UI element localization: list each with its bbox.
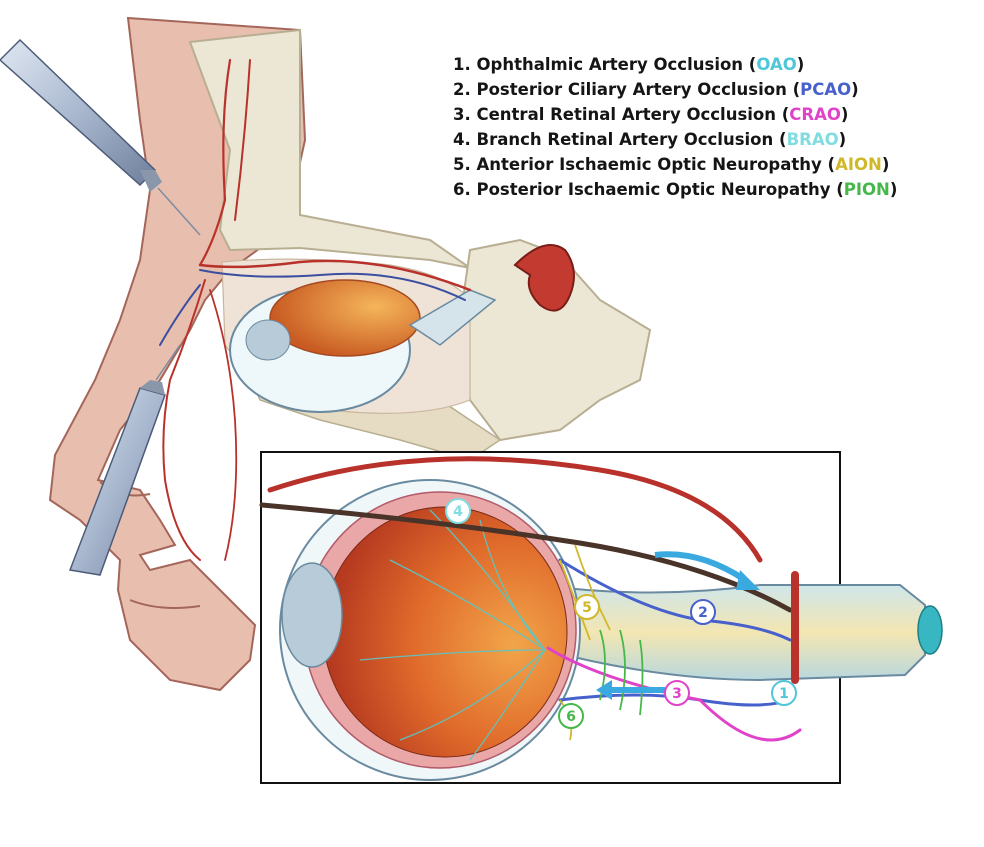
legend-item-pcao: 2. Posterior Ciliary Artery Occlusion (P…	[453, 77, 897, 102]
legend-paren-close: )	[889, 180, 898, 199]
marker-6-label: 6	[566, 709, 576, 725]
marker-4-label: 4	[453, 504, 463, 520]
marker-5: 5	[574, 594, 600, 620]
face-vessels	[159, 58, 472, 561]
legend-paren-close: )	[851, 80, 859, 99]
legend-number: 2.	[453, 80, 471, 99]
ophthalmic-artery	[267, 456, 763, 563]
legend-abbr: PION	[843, 180, 890, 199]
legend-paren-close: )	[838, 130, 847, 149]
marker-2-label: 2	[698, 605, 708, 621]
legend-item-aion: 5. Anterior Ischaemic Optic Neuropathy (…	[453, 152, 897, 177]
marker-4: 4	[445, 498, 471, 524]
legend-paren-open: (	[776, 105, 790, 124]
occlusion-legend: 1. Ophthalmic Artery Occlusion (OAO) 2. …	[453, 52, 897, 202]
legend-number: 5.	[453, 155, 471, 174]
legend-abbr: PCAO	[800, 80, 852, 99]
marker-3-label: 3	[672, 686, 682, 702]
lip-line	[129, 599, 201, 609]
marker-1-label: 1	[779, 686, 789, 702]
marker-6: 6	[558, 703, 584, 729]
legend-item-pion: 6. Posterior Ischaemic Optic Neuropathy …	[453, 177, 897, 202]
marker-2: 2	[690, 599, 716, 625]
legend-paren-open: (	[830, 180, 844, 199]
legend-paren-open: (	[786, 80, 801, 99]
globe-lens	[245, 319, 291, 361]
legend-number: 4.	[453, 130, 471, 149]
legend-text: Anterior Ischaemic Optic Neuropathy	[476, 155, 822, 174]
legend-paren-open: (	[773, 130, 787, 149]
legend-text: Ophthalmic Artery Occlusion	[476, 55, 744, 74]
marker-3: 3	[664, 680, 690, 706]
legend-item-brao: 4. Branch Retinal Artery Occlusion (BRAO…	[453, 127, 897, 152]
globe-retina	[269, 279, 421, 357]
nerve-cut-end	[917, 605, 943, 655]
legend-paren-close: )	[840, 105, 849, 124]
syringe-upper	[0, 38, 201, 236]
legend-item-oao: 1. Ophthalmic Artery Occlusion (OAO)	[453, 52, 897, 77]
legend-abbr: OAO	[756, 55, 797, 74]
legend-text: Central Retinal Artery Occlusion	[476, 105, 777, 124]
inset-optic-nerve	[538, 583, 943, 682]
legend-number: 3.	[453, 105, 471, 124]
flow-arrow-ophthalmic	[654, 551, 747, 583]
syringe-lower	[68, 344, 181, 576]
legend-paren-close: )	[796, 55, 805, 74]
central-retinal-artery	[546, 646, 802, 742]
flow-arrows	[596, 551, 760, 700]
frontal-bone	[188, 28, 471, 269]
legend-text: Posterior Ciliary Artery Occlusion	[476, 80, 787, 99]
orbit-optic-nerve	[408, 289, 497, 346]
legend-item-crao: 3. Central Retinal Artery Occlusion (CRA…	[453, 102, 897, 127]
inset-blood-vessels	[259, 456, 802, 742]
ophthalmic-vein	[259, 502, 793, 613]
globe-in-orbit	[229, 279, 497, 413]
inset-globe	[279, 479, 581, 781]
carotid-artery	[513, 244, 575, 312]
legend-text: Branch Retinal Artery Occlusion	[476, 130, 774, 149]
marker-1: 1	[771, 680, 797, 706]
legend-abbr: AION	[835, 155, 882, 174]
legend-abbr: BRAO	[786, 130, 839, 149]
legend-paren-close: )	[881, 155, 890, 174]
legend-abbr: CRAO	[789, 105, 841, 124]
legend-number: 6.	[453, 180, 471, 199]
marker-5-label: 5	[582, 600, 592, 616]
legend-number: 1.	[453, 55, 471, 74]
legend-paren-open: (	[743, 55, 757, 74]
legend-paren-open: (	[821, 155, 836, 174]
legend-text: Posterior Ischaemic Optic Neuropathy	[476, 180, 831, 199]
inset-lens	[281, 562, 343, 668]
